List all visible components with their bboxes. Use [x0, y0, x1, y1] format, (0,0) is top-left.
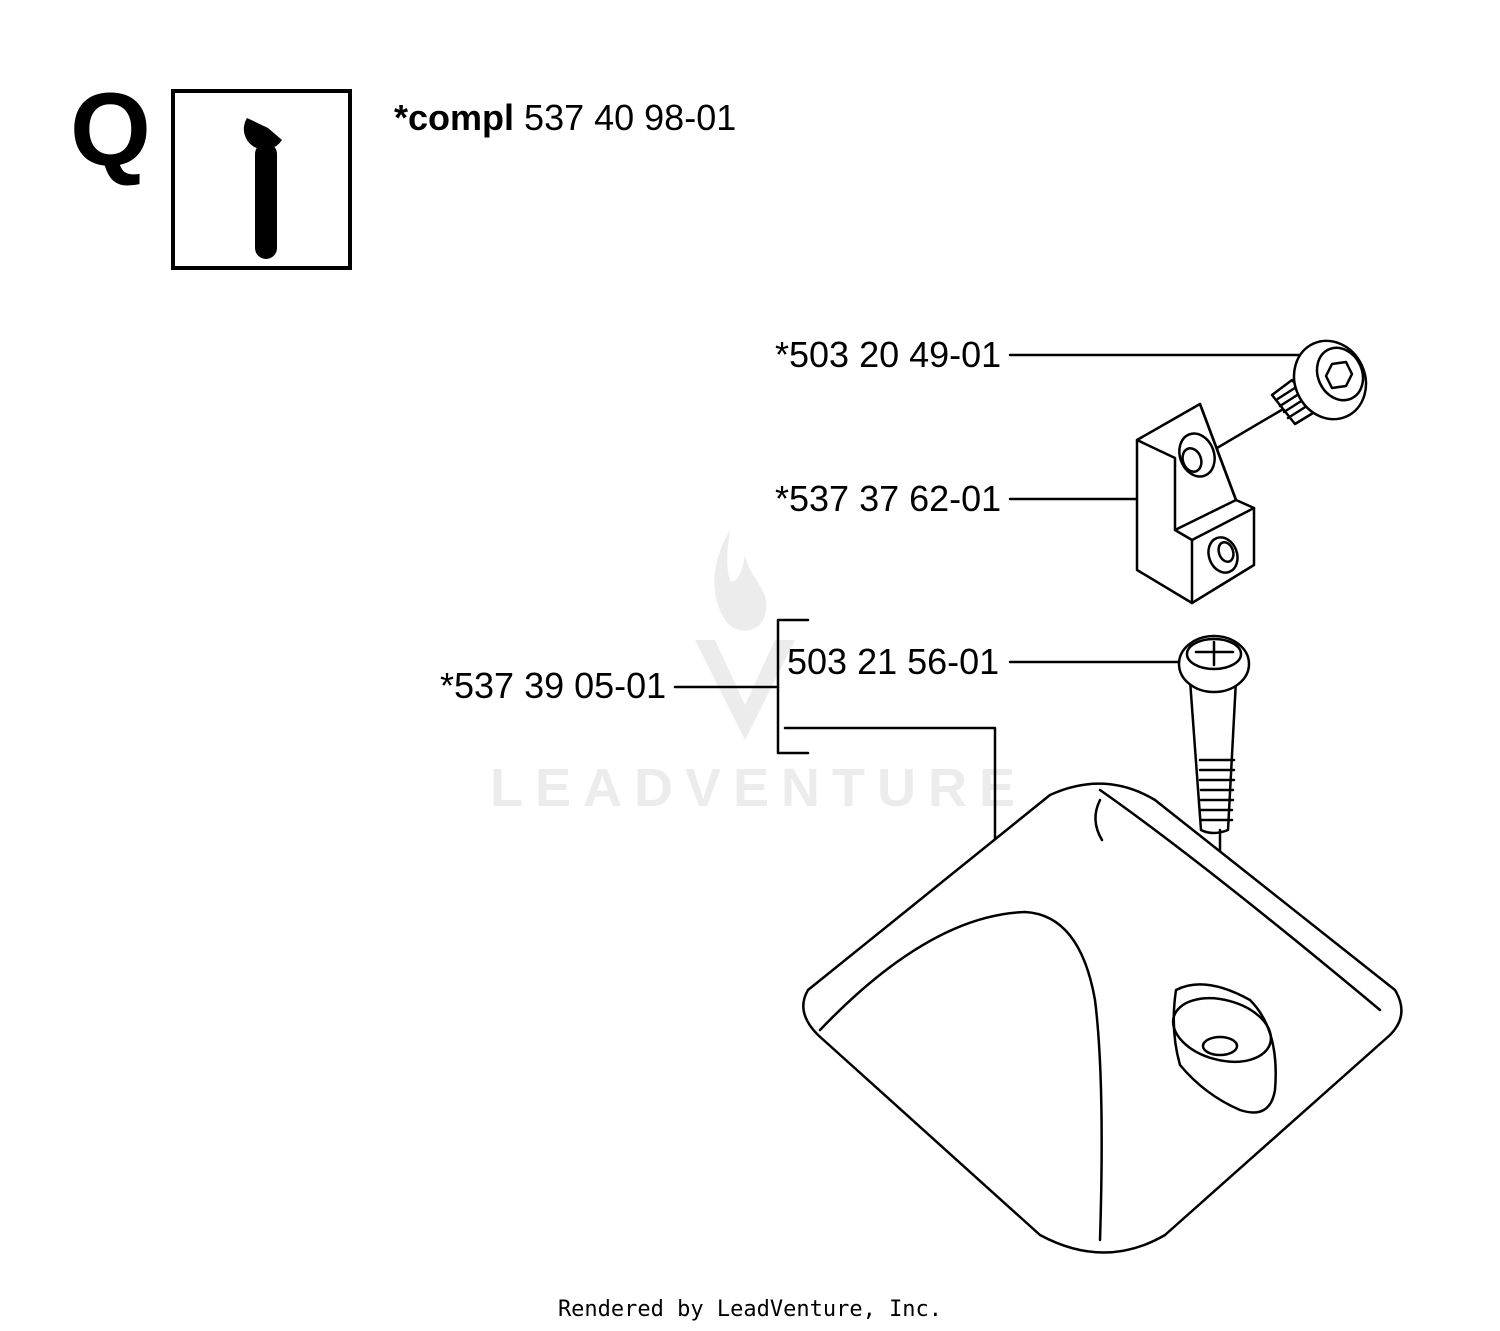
clamp-block [1135, 402, 1256, 605]
part-label-assembly: *537 39 05-01 [440, 665, 667, 706]
render-credit: Rendered by LeadVenture, Inc. [557, 1297, 943, 1322]
upper-bolt [1270, 339, 1368, 426]
knob [802, 782, 1403, 1254]
watermark-text: LEADVENTURE [490, 758, 1028, 818]
kit-number: 537 40 98-01 [524, 97, 737, 138]
wrench-icon [243, 118, 282, 259]
kit-prefix: *compl [394, 97, 515, 138]
part-label-clamp-block: *537 37 62-01 [775, 478, 1002, 519]
leader-line-knob [783, 726, 997, 850]
tool-box [171, 89, 352, 270]
part-label-bolt-upper: *503 20 49-01 [775, 334, 1002, 375]
section-letter: Q [70, 72, 151, 188]
assembly-bracket [776, 618, 810, 755]
part-label-screw: 503 21 56-01 [787, 641, 1000, 682]
kit-number-line: *compl 537 40 98-01 [394, 96, 736, 140]
screw [1177, 634, 1251, 1050]
watermark-logo-icon [695, 530, 795, 740]
